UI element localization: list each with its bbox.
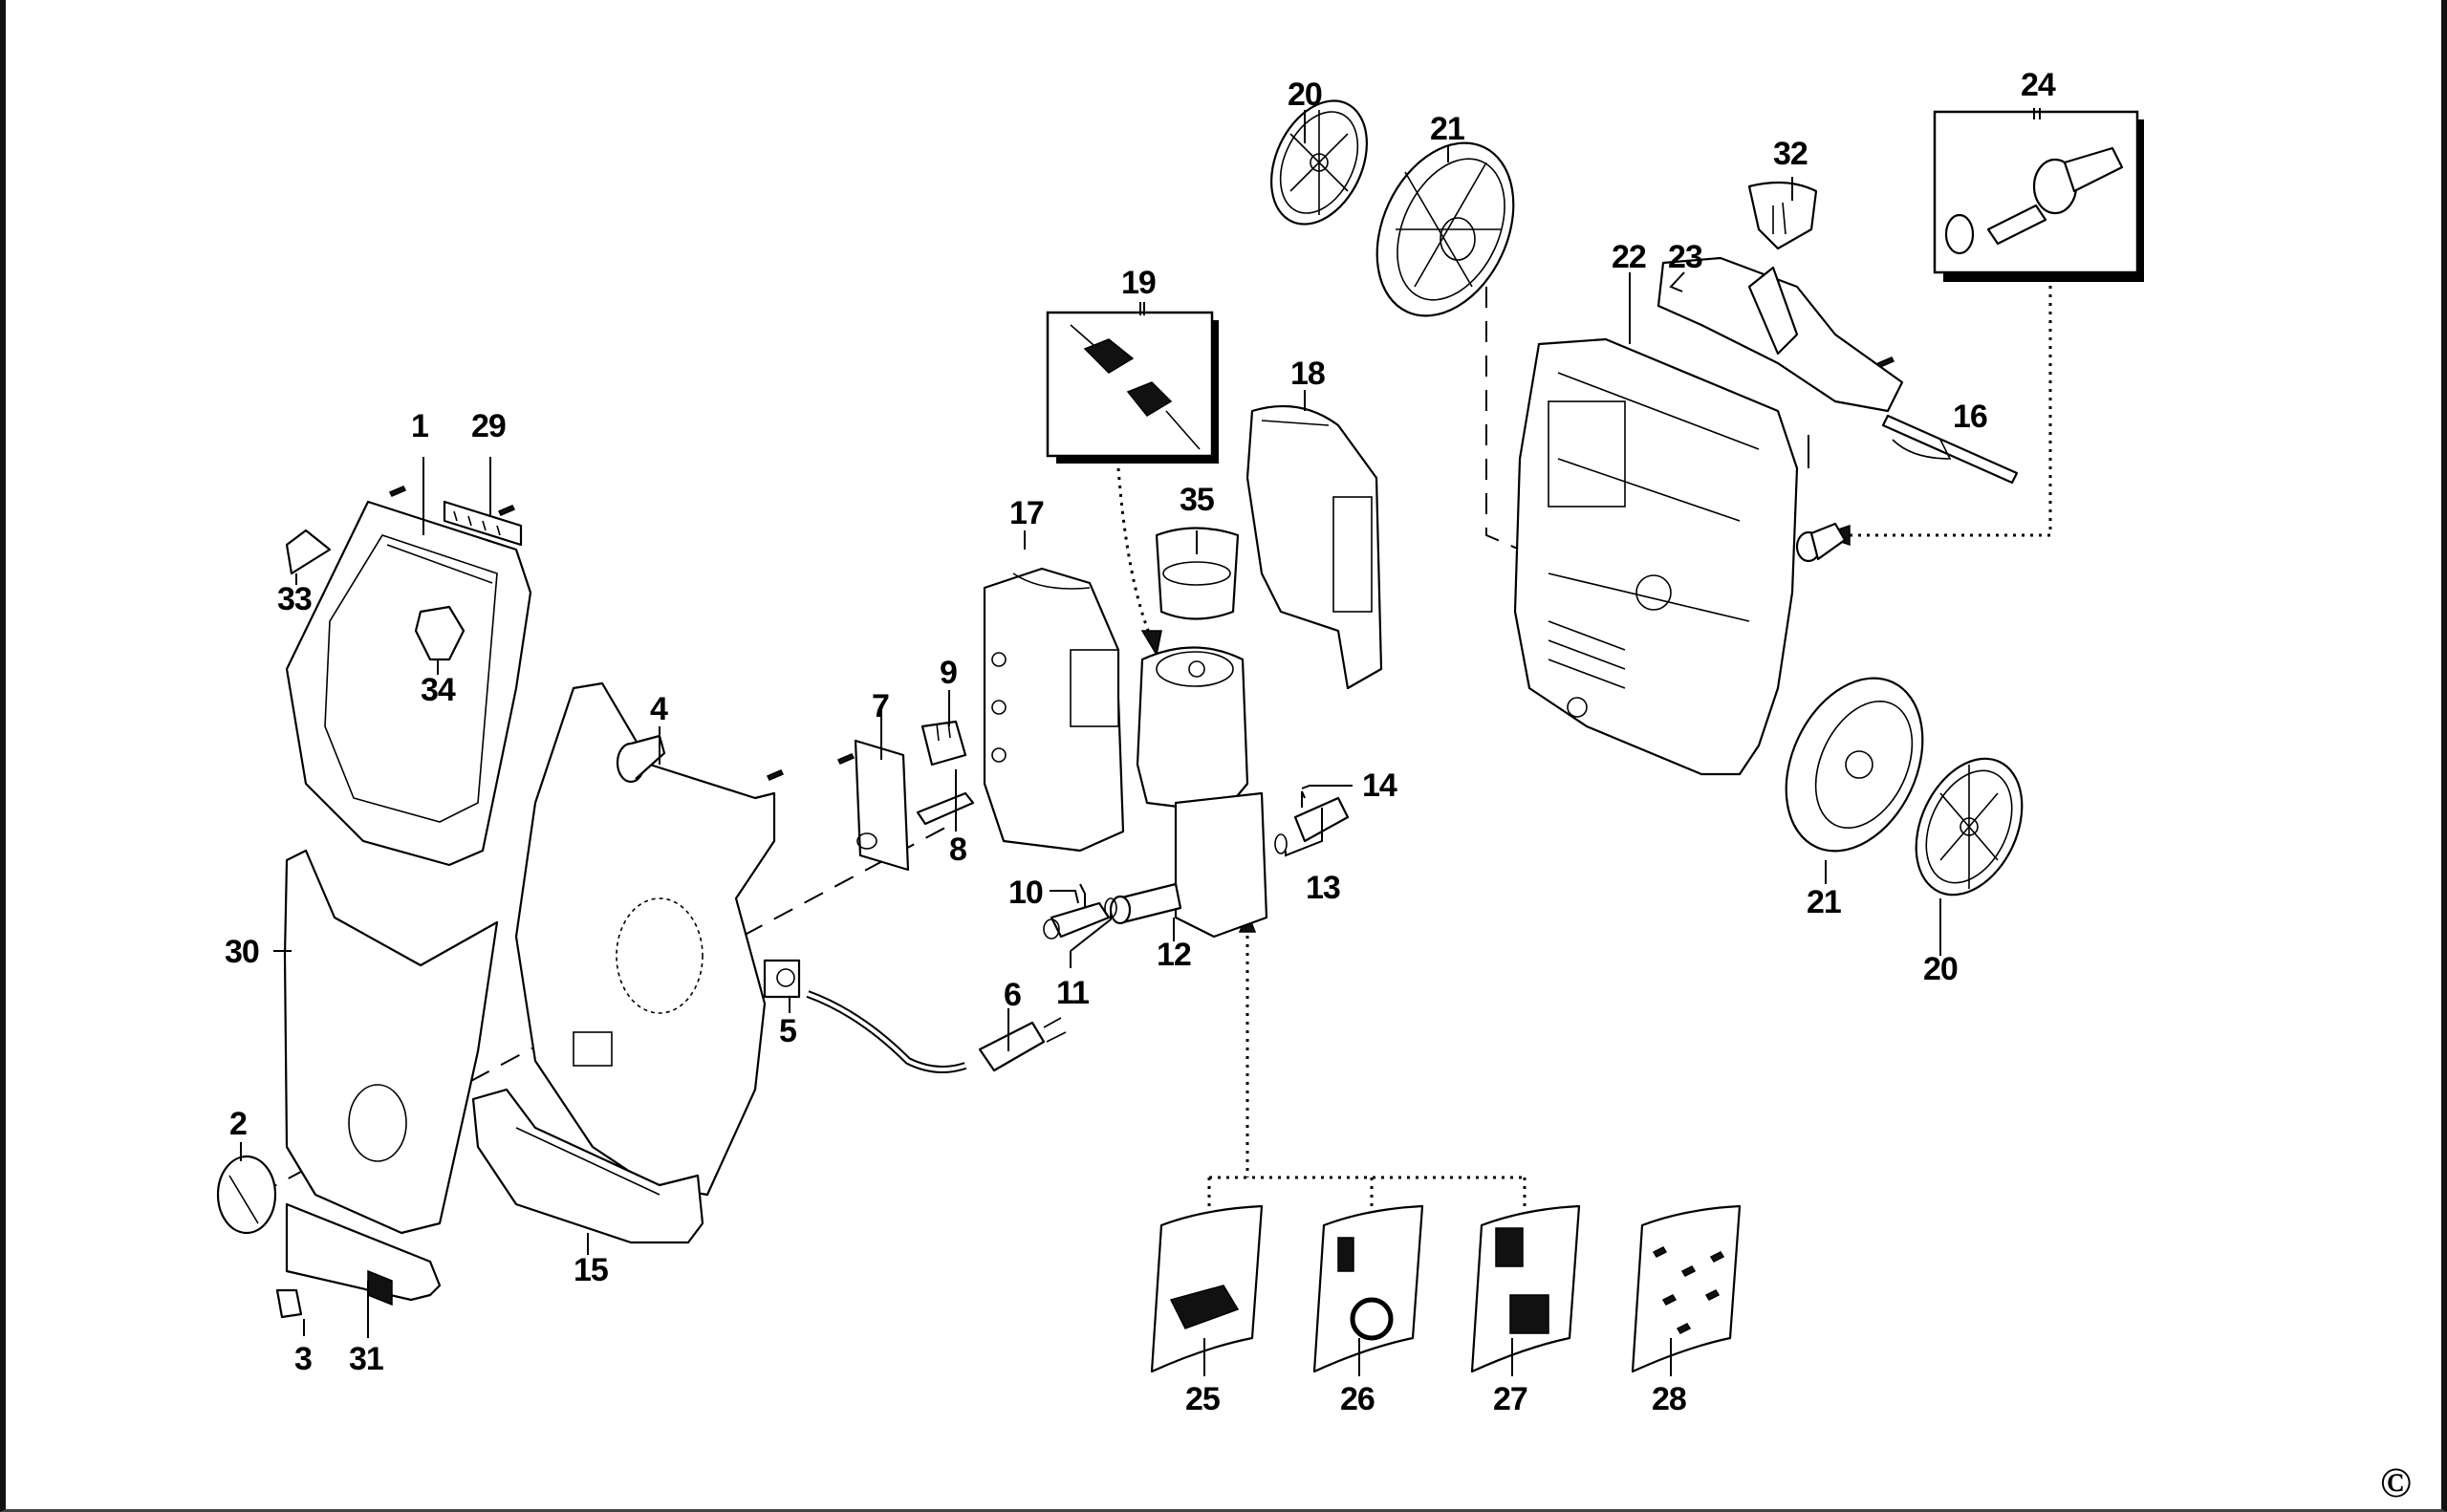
part-labels: 1 29 33 34 4 30 2 3 31 15 5 6 7 8 9 10 1… xyxy=(225,67,2057,1417)
label-32: 32 xyxy=(1773,136,1808,172)
label-15: 15 xyxy=(574,1252,608,1288)
label-26: 26 xyxy=(1340,1381,1375,1417)
label-20-top: 20 xyxy=(1288,76,1322,113)
motor-assembly xyxy=(1136,646,1249,814)
part-20-hub-cap-bottom[interactable] xyxy=(1895,742,2043,912)
label-31: 31 xyxy=(349,1341,383,1377)
part-23-handle-bracket[interactable] xyxy=(1657,256,1904,413)
label-20-bottom: 20 xyxy=(1923,951,1958,987)
part-7-capacitor-plate[interactable] xyxy=(854,739,910,872)
part-18-motor-cover[interactable] xyxy=(1245,404,1383,690)
part-8-sensor[interactable] xyxy=(916,791,975,826)
label-23: 23 xyxy=(1668,239,1702,275)
part-6-power-cable[interactable] xyxy=(806,990,1067,1073)
label-11: 11 xyxy=(1056,975,1089,1011)
kit19-pointer-line xyxy=(1116,467,1159,651)
kit-25-valve-kit[interactable] xyxy=(1150,1204,1264,1373)
label-22: 22 xyxy=(1612,239,1646,275)
label-24: 24 xyxy=(2021,67,2056,103)
label-35: 35 xyxy=(1180,482,1214,518)
label-8: 8 xyxy=(949,832,966,868)
part-1-handle-housing[interactable] xyxy=(285,500,532,867)
part-11-outlet-fitting[interactable] xyxy=(1043,897,1117,940)
label-12: 12 xyxy=(1157,937,1191,973)
part-4-axle-bushing[interactable] xyxy=(616,734,666,784)
label-17: 17 xyxy=(1009,495,1044,531)
part-2-dial-knob[interactable] xyxy=(216,1155,277,1235)
part-21-wheel-top[interactable] xyxy=(1351,120,1540,337)
label-25: 25 xyxy=(1185,1381,1220,1417)
label-14: 14 xyxy=(1362,767,1397,804)
arrow-head xyxy=(1140,630,1162,658)
part-34-knob[interactable] xyxy=(414,605,466,661)
label-30: 30 xyxy=(225,934,259,970)
part-9-switch[interactable] xyxy=(920,720,967,767)
label-2: 2 xyxy=(229,1106,247,1142)
part-14-clip[interactable] xyxy=(1301,790,1306,808)
label-7: 7 xyxy=(872,688,889,724)
kit-26-seal-kit[interactable] xyxy=(1312,1204,1424,1373)
label-1: 1 xyxy=(411,408,428,444)
part-21-wheel-bottom[interactable] xyxy=(1760,656,1949,873)
label-3: 3 xyxy=(294,1341,312,1377)
part-33-clip[interactable] xyxy=(285,529,332,575)
label-29: 29 xyxy=(471,408,506,444)
part-12-pump-head[interactable] xyxy=(1109,791,1268,939)
label-6: 6 xyxy=(1004,977,1021,1013)
label-4: 4 xyxy=(650,691,668,727)
copyright-mark: © xyxy=(2380,1459,2412,1506)
part-22-main-frame[interactable] xyxy=(1513,337,1799,776)
hose-connector[interactable] xyxy=(1795,522,1847,563)
kit-27-piston-kit[interactable] xyxy=(1470,1204,1581,1373)
assembly-line-wheel xyxy=(1485,287,1521,551)
kit24-pointer-line xyxy=(1850,277,2052,537)
part-35-motor-cap[interactable] xyxy=(1155,527,1240,620)
label-18: 18 xyxy=(1290,356,1325,392)
label-28: 28 xyxy=(1652,1381,1686,1417)
label-10: 10 xyxy=(1008,875,1043,911)
label-21-bottom: 21 xyxy=(1807,884,1841,920)
part-30-front-cover[interactable] xyxy=(283,849,499,1235)
kit-19-carbon-brushes[interactable] xyxy=(1046,311,1219,464)
part-17-motor-housing[interactable] xyxy=(983,567,1125,853)
label-34: 34 xyxy=(421,672,456,708)
kit-28-screw-set[interactable] xyxy=(1631,1204,1742,1373)
label-27: 27 xyxy=(1493,1381,1527,1417)
kit-24-inlet-connector[interactable] xyxy=(1933,110,2144,282)
part-3-switch[interactable] xyxy=(275,1288,303,1319)
part-5-cable-grommet[interactable] xyxy=(763,959,801,999)
label-16: 16 xyxy=(1953,399,1987,435)
label-21-top: 21 xyxy=(1430,111,1464,147)
label-19: 19 xyxy=(1121,265,1156,301)
label-5: 5 xyxy=(779,1013,796,1049)
part-32-hose-hook[interactable] xyxy=(1747,181,1818,250)
part-15-foot-tray[interactable] xyxy=(471,1088,704,1244)
label-33: 33 xyxy=(277,581,312,617)
leader-lines xyxy=(240,108,2041,1376)
part-29-badge[interactable] xyxy=(443,500,523,547)
label-9: 9 xyxy=(940,655,957,691)
inner-chassis xyxy=(514,681,776,1197)
part-31-lower-panel[interactable] xyxy=(285,1202,442,1307)
part-16-strap[interactable] xyxy=(1881,414,2019,485)
label-13: 13 xyxy=(1306,870,1340,906)
part-20-hub-cap-top[interactable] xyxy=(1252,85,1385,239)
kit-bag-pointer-lines xyxy=(1207,927,1527,1214)
